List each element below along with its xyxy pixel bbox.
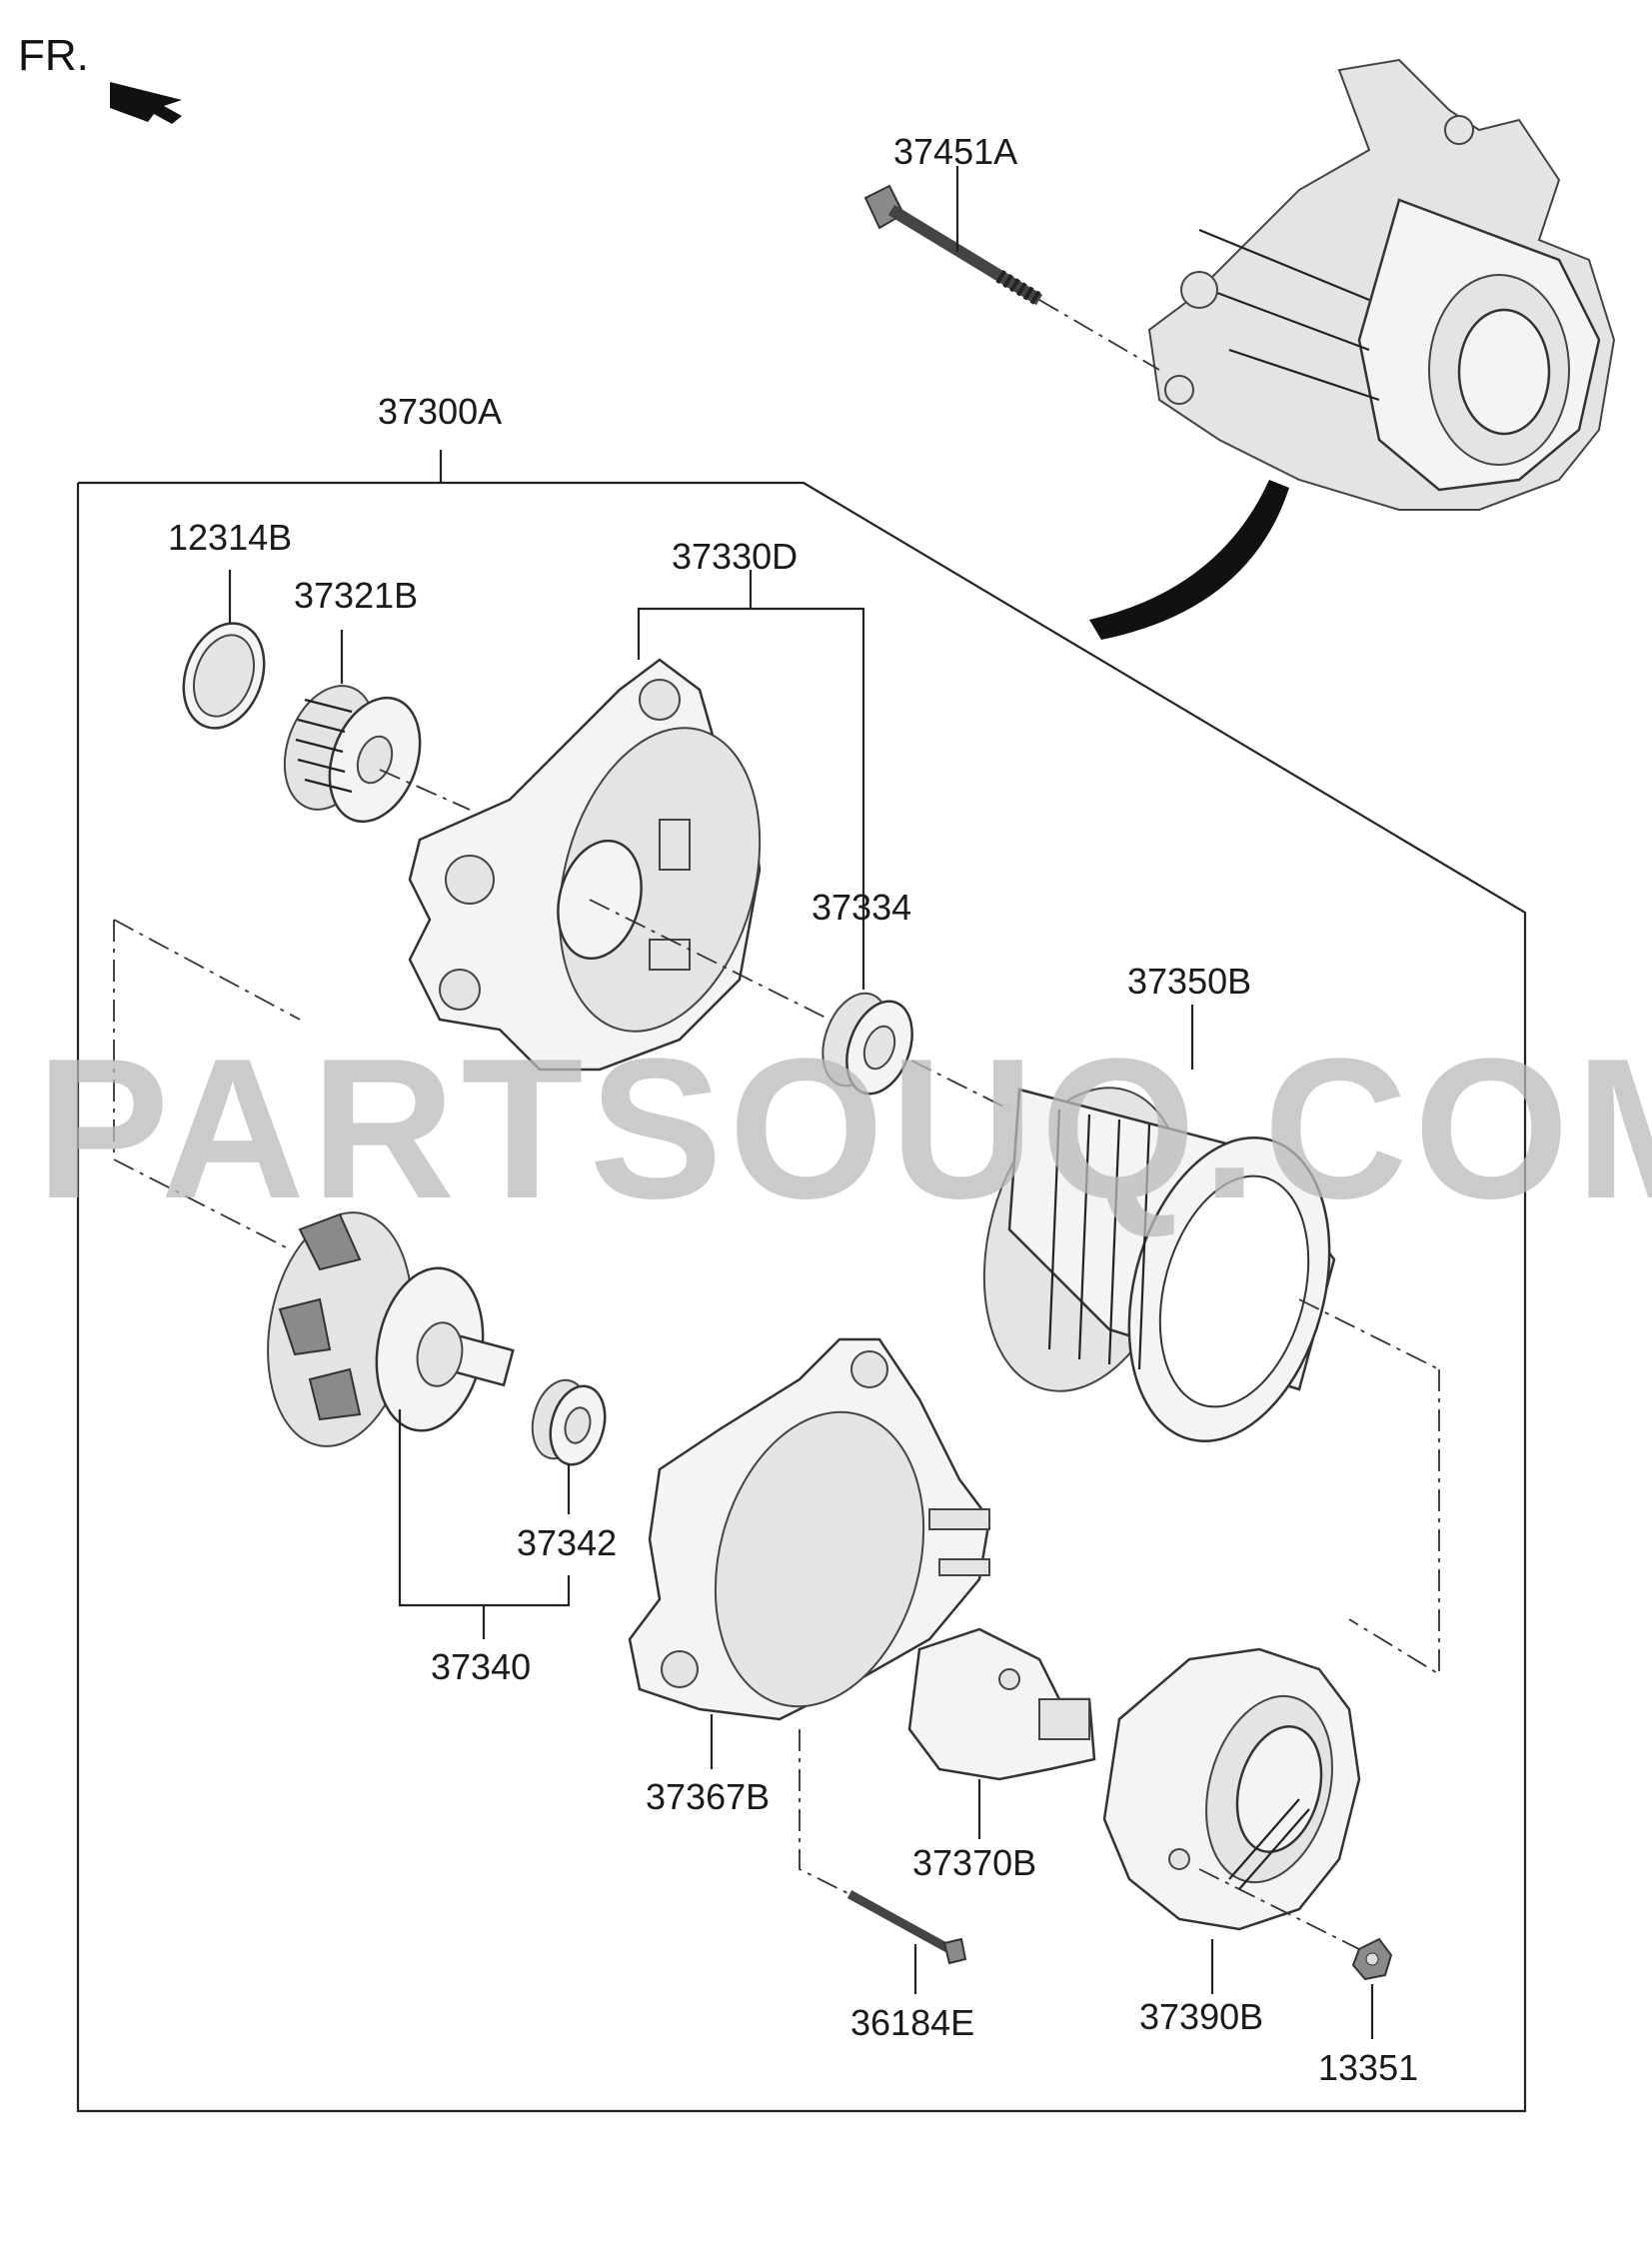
- axis-line-front: [379, 769, 471, 811]
- label-rear-bearing[interactable]: 37342: [517, 1522, 617, 1563]
- label-front-bearing[interactable]: 37334: [812, 887, 911, 928]
- rear-bearing-image: [531, 1378, 607, 1466]
- front-bearing-image: [822, 992, 913, 1096]
- axis-line-left-top: [113, 919, 301, 1021]
- rear-cover-image: [1102, 1647, 1361, 1931]
- label-regulator[interactable]: 37370B: [912, 1842, 1036, 1883]
- watermark-text: PARTSOUQ.COM: [36, 1018, 1652, 1240]
- cover-cap-image: [182, 622, 266, 730]
- label-rotor[interactable]: 37340: [431, 1646, 531, 1687]
- label-front-bracket[interactable]: 37330D: [672, 536, 798, 577]
- pulley-image: [283, 685, 422, 824]
- regulator-image: [907, 1627, 1096, 1781]
- label-pulley[interactable]: 37321B: [294, 575, 418, 616]
- label-nut[interactable]: 13351: [1318, 2047, 1418, 2088]
- label-rear-cover[interactable]: 37390B: [1139, 1996, 1263, 2037]
- front-arrow-icon: [110, 82, 182, 124]
- assembly-boundary: [76, 481, 1527, 2113]
- label-assembly[interactable]: 37300A: [378, 391, 502, 432]
- label-cover-cap[interactable]: 12314B: [168, 517, 292, 558]
- rear-bracket-image: [628, 1337, 991, 1721]
- rotor-image: [267, 1211, 515, 1447]
- axis-line-nut: [1198, 1868, 1370, 1955]
- alternator-assembly-image: [1089, 58, 1616, 640]
- bolt-bottom-image: [846, 1890, 967, 1965]
- axis-line-stator: [1298, 1298, 1440, 1370]
- axis-line-bolt-bottom: [799, 1729, 850, 1895]
- axis-line-left: [113, 920, 291, 1250]
- front-orientation-marker: FR.: [18, 31, 182, 124]
- label-bolt-bottom[interactable]: 36184E: [850, 2002, 974, 2043]
- axis-line-rear: [1348, 1369, 1440, 1676]
- front-label: FR.: [18, 31, 89, 80]
- label-stator[interactable]: 37350B: [1127, 961, 1251, 1002]
- axis-line-middle: [589, 899, 1010, 1111]
- nut-image: [1351, 1937, 1393, 1981]
- bolt-top-image: [863, 184, 1160, 371]
- stator-image: [982, 1087, 1336, 1442]
- label-bolt-top[interactable]: 37451A: [893, 131, 1017, 172]
- front-bracket-image: [408, 658, 762, 1072]
- label-rear-bracket[interactable]: 37367B: [646, 1776, 770, 1817]
